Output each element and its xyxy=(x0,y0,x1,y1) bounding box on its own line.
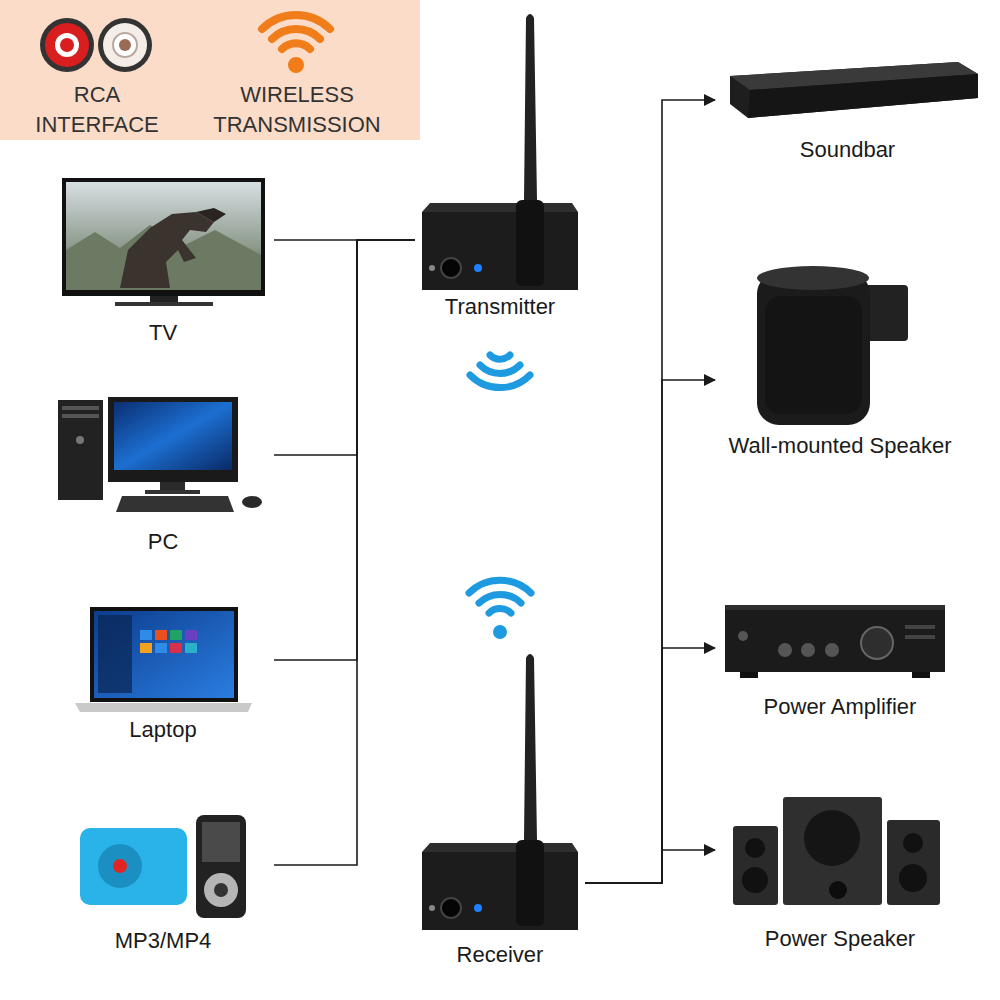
transmitter-box: Transmitter xyxy=(415,8,585,321)
connector-line xyxy=(585,100,715,883)
label-group: Laptop xyxy=(52,716,274,744)
label-group: Receiver xyxy=(415,941,585,969)
device-label: Receiver xyxy=(457,941,544,969)
connector-line xyxy=(274,240,415,660)
tv-device: TV xyxy=(52,172,274,347)
amplifier-device: Power Amplifier xyxy=(715,595,965,721)
soundbar-device: Soundbar xyxy=(715,56,980,164)
label-group: PC xyxy=(52,528,274,556)
label-group: Soundbar xyxy=(715,136,980,164)
label-group: Wall-mounted Speaker xyxy=(715,432,965,460)
connector-line xyxy=(585,648,715,883)
laptop-device: Laptop xyxy=(52,598,274,744)
connector-line xyxy=(274,240,415,865)
receiver-box: Receiver xyxy=(415,645,585,969)
device-label: TV xyxy=(149,319,177,347)
device-label: Power Amplifier xyxy=(764,693,917,721)
device-label: Power Speaker xyxy=(765,925,915,953)
label-group: Power Amplifier xyxy=(715,693,965,721)
player-device: MP3/MP4 xyxy=(52,810,274,955)
device-label: MP3/MP4 xyxy=(115,927,212,955)
device-label: Laptop xyxy=(129,716,196,744)
label-group: Power Speaker xyxy=(715,925,965,953)
feature-label: WIRELESS TRANSMISSION xyxy=(207,80,387,140)
connector-line xyxy=(585,380,715,883)
label-group: Transmitter xyxy=(415,293,585,321)
connector-line xyxy=(585,850,715,883)
device-label: Transmitter xyxy=(445,293,555,321)
speaker-device: Wall-mounted Speaker xyxy=(715,240,965,460)
label-group: TV xyxy=(52,319,274,347)
label-group: MP3/MP4 xyxy=(52,927,274,955)
connector-line xyxy=(274,240,415,455)
device-label: Soundbar xyxy=(800,136,895,164)
device-label: Wall-mounted Speaker xyxy=(729,432,952,460)
device-label: PC xyxy=(148,528,179,556)
speaker-device: Power Speaker xyxy=(715,790,965,953)
feature-label: RCA INTERFACE xyxy=(22,80,172,140)
pc-device: PC xyxy=(52,390,274,556)
